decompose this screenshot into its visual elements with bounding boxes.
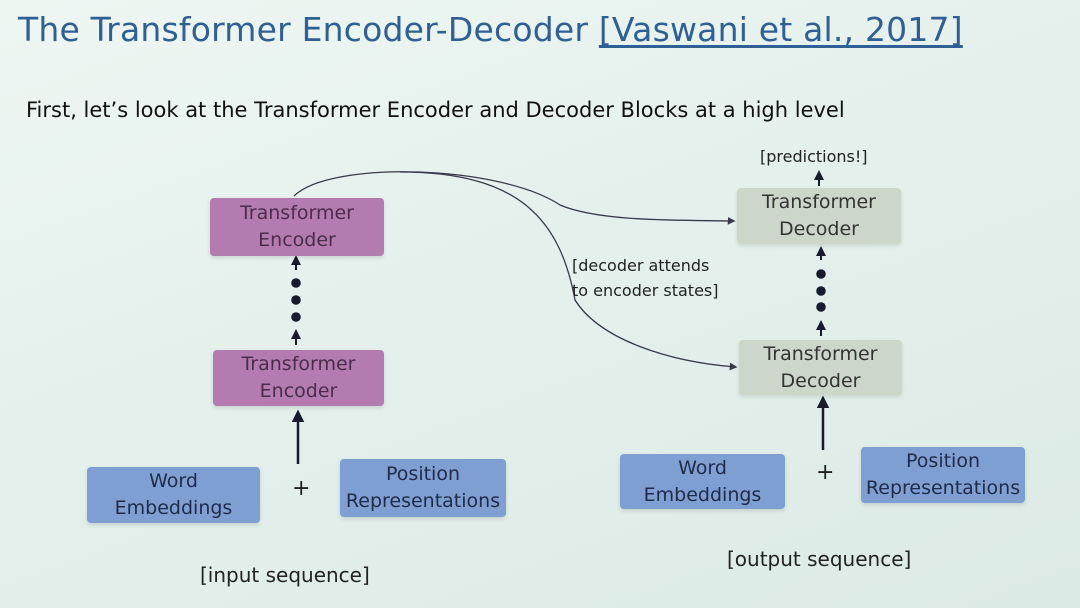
encoder-plus-sign: + (292, 476, 311, 501)
cross-attention-note-line1: [decoder attends (572, 256, 710, 275)
decoder-plus-sign: + (816, 460, 835, 485)
encoder-stack-dot (291, 295, 301, 305)
decoder-stack-dot (816, 269, 826, 279)
predictions-label: [predictions!] (760, 147, 868, 166)
transformer-decoder-top: Transformer Decoder (737, 188, 901, 244)
encoder-bottom-line2: Encoder (259, 380, 338, 402)
slide-subtitle: First, let’s look at the Transformer Enc… (26, 98, 845, 122)
decoder-bottom-line2: Decoder (780, 369, 861, 392)
decoder-bottom-line1: Transformer (763, 342, 878, 365)
decoder-word-line1: Word (678, 456, 727, 479)
input-sequence-caption: [input sequence] (200, 563, 370, 587)
encoder-top-line1: Transformer (239, 202, 354, 225)
encoder-position-line1: Position (386, 463, 460, 486)
cross-attention-note: [decoder attends to encoder states] (572, 254, 719, 304)
transformer-encoder-top: Transformer Encoder (210, 198, 384, 256)
transformer-encoder-bottom: Transformer Encoder (213, 350, 384, 406)
decoder-word-line2: Embeddings (643, 483, 762, 506)
decoder-top-line1: Transformer (761, 191, 876, 214)
decoder-position-line2: Representations (865, 477, 1021, 499)
decoder-stack-dot (816, 286, 826, 296)
decoder-top-line2: Decoder (779, 218, 859, 240)
cross-attention-note-line2: to encoder states] (572, 280, 719, 300)
title-text: The Transformer Encoder-Decoder (18, 10, 589, 49)
encoder-stack-dot (291, 312, 301, 322)
encoder-stack-dot (291, 278, 301, 288)
encoder-top-line2: Encoder (258, 229, 336, 251)
decoder-word-embeddings: Word Embeddings (620, 454, 785, 509)
decoder-position-line1: Position (906, 450, 980, 473)
citation-link[interactable]: [Vaswani et al., 2017] (598, 10, 963, 49)
encoder-position-representations: Position Representations (340, 459, 506, 517)
slide-title: The Transformer Encoder-Decoder [Vaswani… (18, 10, 963, 49)
encoder-word-embeddings: Word Embeddings (87, 467, 260, 523)
encoder-word-line1: Word (149, 470, 198, 493)
encoder-word-line2: Embeddings (114, 497, 233, 519)
output-sequence-caption: [output sequence] (727, 547, 912, 571)
encoder-bottom-line1: Transformer (241, 353, 356, 376)
decoder-position-representations: Position Representations (861, 447, 1025, 503)
encoder-position-line2: Representations (345, 490, 501, 512)
decoder-stack-dot (816, 302, 826, 312)
transformer-decoder-bottom: Transformer Decoder (739, 340, 902, 395)
